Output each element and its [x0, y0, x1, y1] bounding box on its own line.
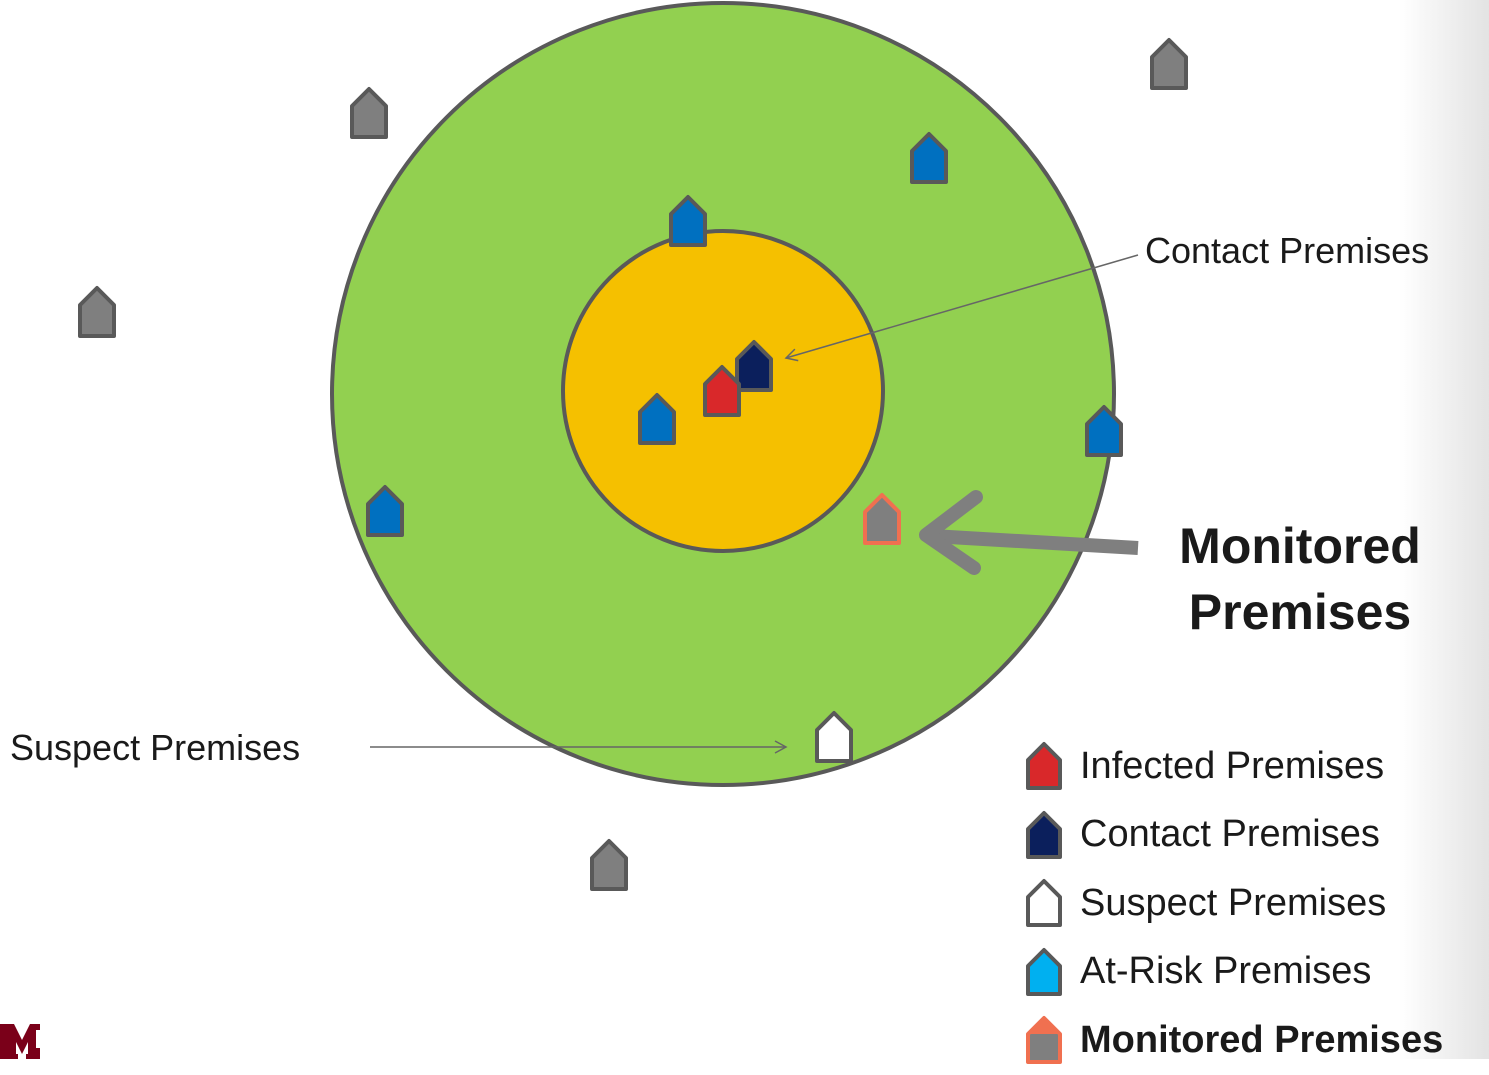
monitored-callout-line-2: Premises: [1188, 584, 1412, 640]
monitored-house-icon: [1026, 1016, 1062, 1065]
legend-label: Contact Premises: [1080, 813, 1380, 856]
contact-callout-arrow: [784, 254, 1139, 362]
at-risk-premises-icon: [638, 393, 676, 445]
contact-premises-callout: Contact Premises: [1145, 230, 1430, 271]
at-risk-premises-icon: [1085, 405, 1123, 457]
legend: Infected Premises Contact Premises Suspe…: [1024, 732, 1443, 1075]
legend-item-monitored: Monitored Premises: [1024, 1006, 1443, 1075]
university-m-logo-icon: [0, 1024, 40, 1059]
legend-label: Monitored Premises: [1080, 1018, 1444, 1061]
legend-item-contact: Contact Premises: [1024, 801, 1443, 870]
legend-item-suspect: Suspect Premises: [1024, 869, 1443, 938]
at-risk-premises-icon: [669, 195, 707, 247]
monitored-callout-line-1: Monitored: [1179, 518, 1421, 574]
slide-edge-shade: [1399, 0, 1489, 1059]
infected-house-icon: [1026, 742, 1062, 791]
outside-premises-icon: [590, 839, 628, 891]
legend-item-at-risk: At-Risk Premises: [1024, 938, 1443, 1007]
suspect-premises-icon: [815, 711, 853, 763]
at-risk-premises-icon: [366, 485, 404, 537]
infected-premises-icon: [703, 365, 741, 417]
monitored-premises-callout: Monitored Premises: [1120, 513, 1480, 645]
contact-premises-icon: [735, 340, 773, 392]
contact-house-icon: [1026, 810, 1062, 859]
outside-premises-icon: [1150, 38, 1188, 90]
outside-premises-icon: [78, 286, 116, 338]
suspect-house-icon: [1026, 879, 1062, 928]
at-risk-premises-icon: [910, 132, 948, 184]
at-risk-house-icon: [1026, 947, 1062, 996]
legend-item-infected: Infected Premises: [1024, 732, 1443, 801]
legend-label: At-Risk Premises: [1080, 950, 1372, 993]
outside-premises-icon: [350, 87, 388, 139]
monitored-premises-icon: [863, 493, 901, 545]
suspect-premises-callout: Suspect Premises: [10, 727, 301, 768]
legend-label: Infected Premises: [1080, 744, 1385, 787]
legend-label: Suspect Premises: [1080, 881, 1387, 924]
monitored-callout-arrow: [919, 490, 1139, 575]
